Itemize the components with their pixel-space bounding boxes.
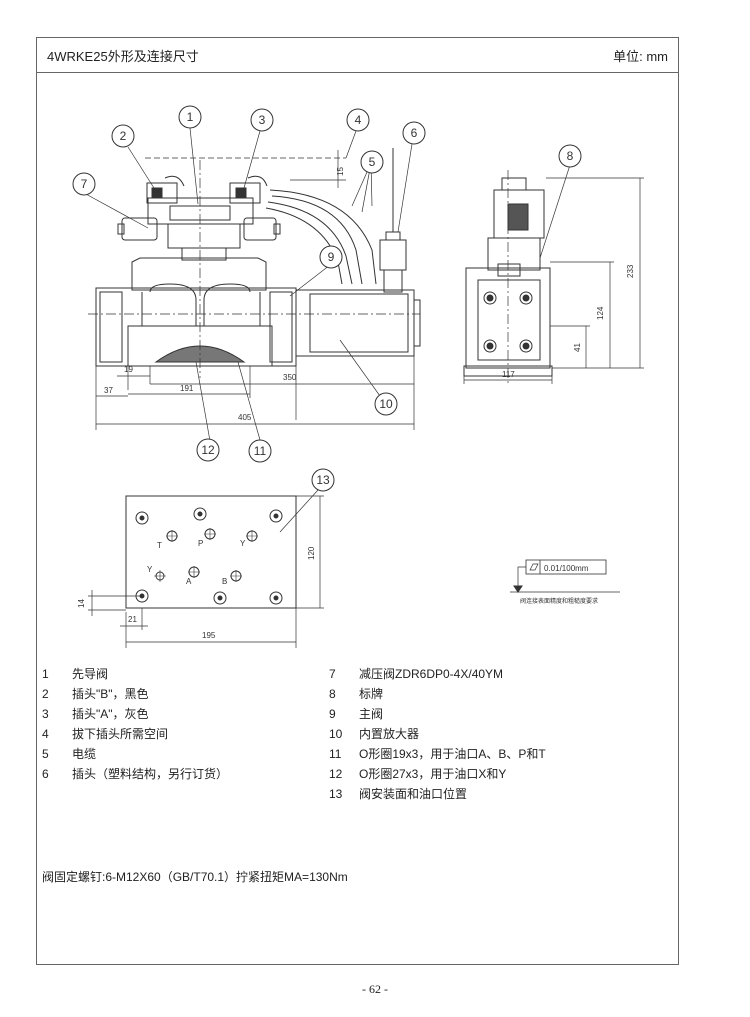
flatness-caption: 阀连接表面精度和粗糙度要求 (520, 597, 598, 605)
port-label-b: B (222, 577, 227, 586)
side-view (463, 170, 553, 384)
bolt (483, 291, 497, 305)
oil-ports (154, 528, 258, 582)
dim-405: 405 (238, 413, 252, 422)
page-number: - 62 - (362, 982, 388, 996)
port-labels: T P Y Y A B (147, 539, 246, 586)
flatness-symbol (510, 559, 620, 593)
dim-37: 37 (104, 386, 113, 395)
port-label-y2: Y (147, 565, 153, 574)
connector (379, 239, 407, 271)
svg-text:13: 13 (316, 473, 330, 487)
port-label-p: P (198, 539, 203, 548)
solenoid-a (243, 217, 277, 241)
callout-10: 10 (374, 392, 398, 416)
page-frame: 4WRKE25外形及连接尺寸 单位: mm (36, 37, 679, 965)
svg-text:4: 4 (355, 113, 362, 127)
callout-13: 13 (311, 468, 335, 492)
mounting-plate (125, 495, 297, 609)
dim-124: 124 (596, 306, 605, 320)
mounting-surface (125, 495, 297, 609)
unit-label: 单位: mm (613, 49, 668, 64)
flatness-value: 0.01/100mm (544, 564, 589, 573)
header-bar: 4WRKE25外形及连接尺寸 单位: mm (37, 38, 678, 73)
callout-11: 11 (248, 439, 272, 463)
callout-4: 4 (346, 108, 370, 132)
dim-41: 41 (573, 343, 582, 352)
plug-a (229, 182, 261, 204)
dim-233: 233 (626, 264, 635, 278)
svg-text:12: 12 (201, 443, 215, 457)
svg-text:11: 11 (254, 444, 267, 458)
svg-text:3: 3 (259, 113, 266, 127)
pressure-reducer (167, 223, 241, 249)
plug-b (146, 182, 178, 204)
callout-8: 8 (558, 144, 582, 168)
dim-19: 19 (124, 365, 133, 374)
svg-text:5: 5 (369, 155, 376, 169)
main-valve-top (131, 257, 267, 291)
front-view (88, 148, 421, 378)
side-dimensions (463, 177, 644, 384)
mounting-bolt-note: 阀固定螺钉:6-M12X60（GB/T70.1）拧紧扭矩MA=130Nm (42, 870, 348, 884)
cable (271, 195, 363, 285)
port-label-t: T (157, 541, 162, 550)
callout-12: 12 (196, 438, 220, 462)
solenoid-b (121, 217, 158, 241)
port-label-a: A (186, 577, 192, 586)
callout-6: 6 (402, 121, 426, 145)
dim-191: 191 (180, 384, 194, 393)
port-label-y: Y (240, 539, 246, 548)
callout-5: 5 (360, 150, 384, 174)
callout-1: 1 (178, 105, 202, 129)
svg-text:10: 10 (379, 397, 393, 411)
svg-text:8: 8 (567, 149, 574, 163)
callout-2: 2 (111, 124, 135, 148)
svg-text:2: 2 (120, 129, 127, 143)
svg-text:7: 7 (81, 177, 88, 191)
callout-9: 9 (319, 245, 343, 269)
amplifier (295, 289, 415, 357)
dim-350: 350 (283, 373, 297, 382)
dim-15: 15 (336, 167, 345, 176)
svg-text:1: 1 (187, 110, 194, 124)
bolt-holes (135, 507, 283, 605)
svg-text:6: 6 (411, 126, 418, 140)
dim-117: 117 (502, 370, 515, 379)
dim-120: 120 (307, 546, 316, 560)
surface-dimensions (88, 495, 324, 648)
callout-3: 3 (250, 108, 274, 132)
page-title: 4WRKE25外形及连接尺寸 (47, 49, 199, 64)
svg-text:9: 9 (328, 250, 335, 264)
dim-14: 14 (77, 599, 86, 608)
dim-195: 195 (202, 631, 216, 640)
front-dimensions (95, 356, 415, 430)
leader-lines (83, 127, 571, 533)
callouts: 1 2 3 4 5 6 7 8 9 10 11 12 13 (72, 105, 582, 492)
callout-7: 7 (72, 172, 96, 196)
dim-21: 21 (128, 615, 137, 624)
